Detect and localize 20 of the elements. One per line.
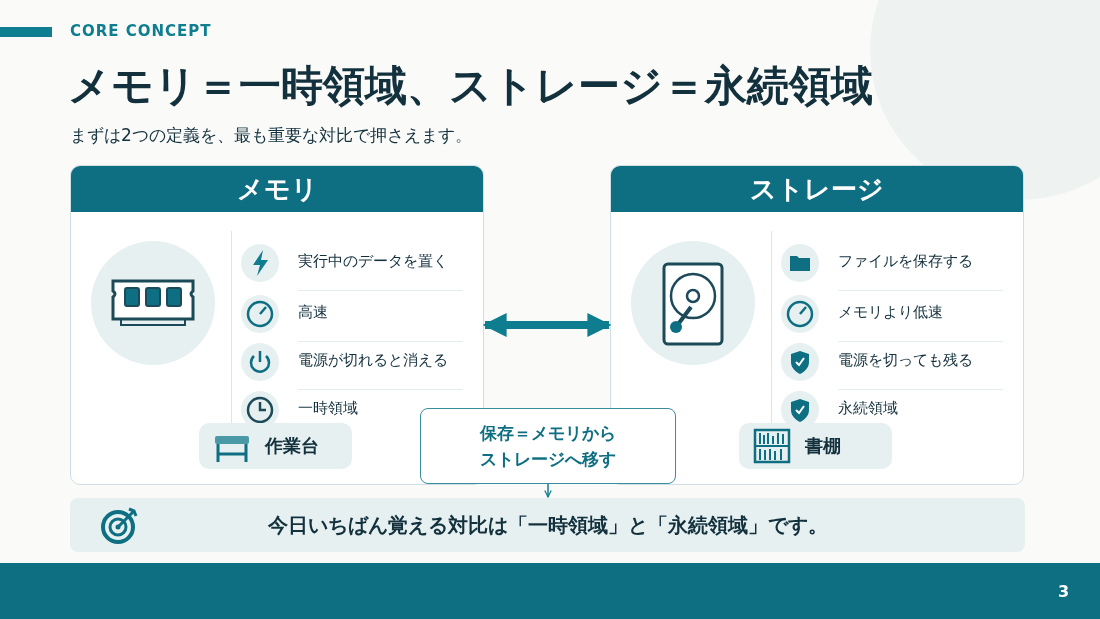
subtitle: まずは2つの定義を、最も重要な対比で押さえます。 <box>70 124 472 147</box>
section-kicker: CORE CONCEPT <box>70 22 212 40</box>
feature-text: 永続領域 <box>838 399 898 418</box>
arrow <box>544 483 552 498</box>
feature-text: 電源が切れると消える <box>298 351 448 370</box>
feature-text: メモリより低速 <box>838 303 943 322</box>
feature-text: ファイルを保存する <box>838 252 973 271</box>
page-number: 3 <box>1058 582 1070 601</box>
feature-text: 高速 <box>298 303 328 322</box>
card-header: ストレージ <box>611 166 1023 212</box>
feature-text: 一時領域 <box>298 399 358 418</box>
analogy-tag: 作業台 <box>199 423 352 469</box>
double-arrow <box>482 313 612 337</box>
analogy-tag: 書棚 <box>739 423 892 469</box>
feature-text: 実行中のデータを置く <box>298 252 448 271</box>
card-header: メモリ <box>71 166 483 212</box>
slide-title: メモリ＝一時領域、ストレージ＝永続領域 <box>68 60 873 112</box>
callout-box: 保存＝メモリからストレージへ移す <box>420 408 676 484</box>
feature-text: 電源を切っても残る <box>838 351 973 370</box>
summary-bar: 今日いちばん覚える対比は「一時領域」と「永続領域」です。 <box>70 498 1025 552</box>
